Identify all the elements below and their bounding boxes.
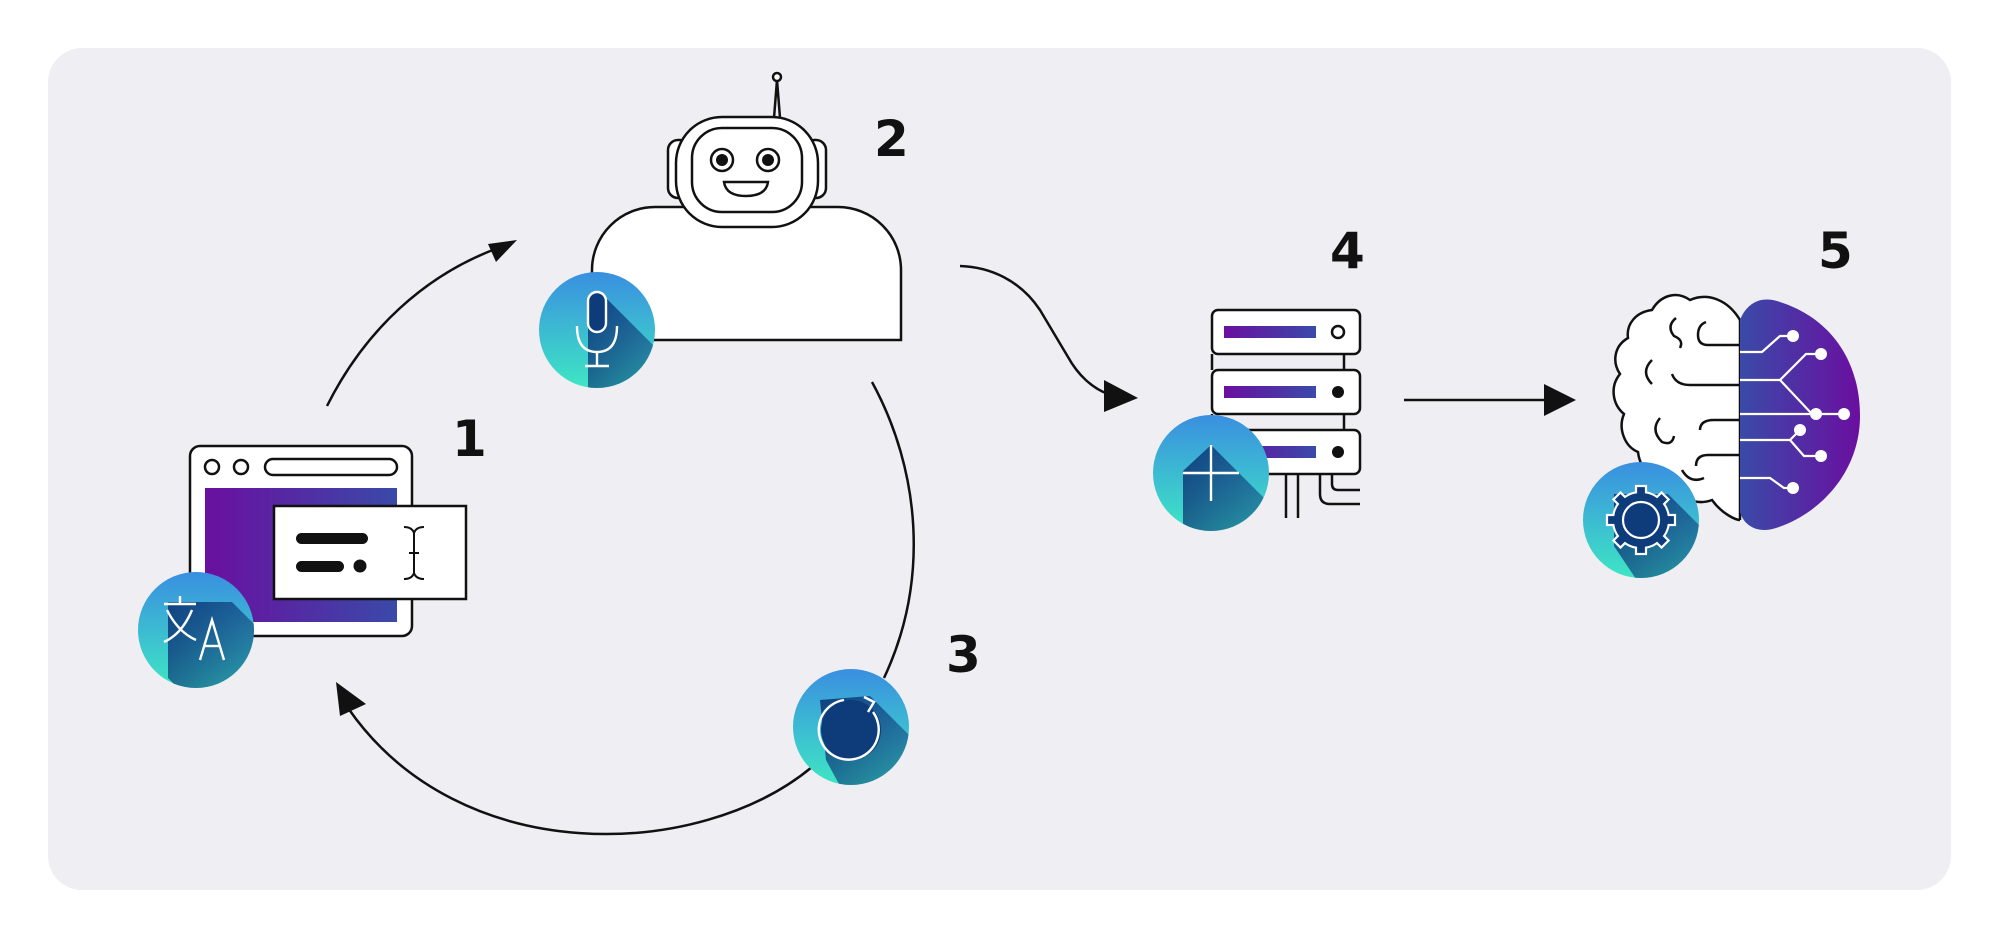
step-2-robot xyxy=(590,71,903,342)
step-3-number: 3 xyxy=(946,626,981,684)
arrow-2-to-4 xyxy=(959,264,1138,412)
step-1-number: 1 xyxy=(452,410,487,468)
arrow-4-to-5 xyxy=(1404,384,1576,416)
plus-icon xyxy=(1153,415,1269,531)
text-cursor-icon xyxy=(403,526,425,580)
refresh-icon xyxy=(793,669,909,785)
step-4-number: 4 xyxy=(1330,222,1365,280)
step-5-number: 5 xyxy=(1818,222,1853,280)
cycle-arrow-1-to-2 xyxy=(325,240,517,407)
cycle-arrow-2-to-3-to-1 xyxy=(336,381,915,836)
step-2-number: 2 xyxy=(874,110,909,168)
